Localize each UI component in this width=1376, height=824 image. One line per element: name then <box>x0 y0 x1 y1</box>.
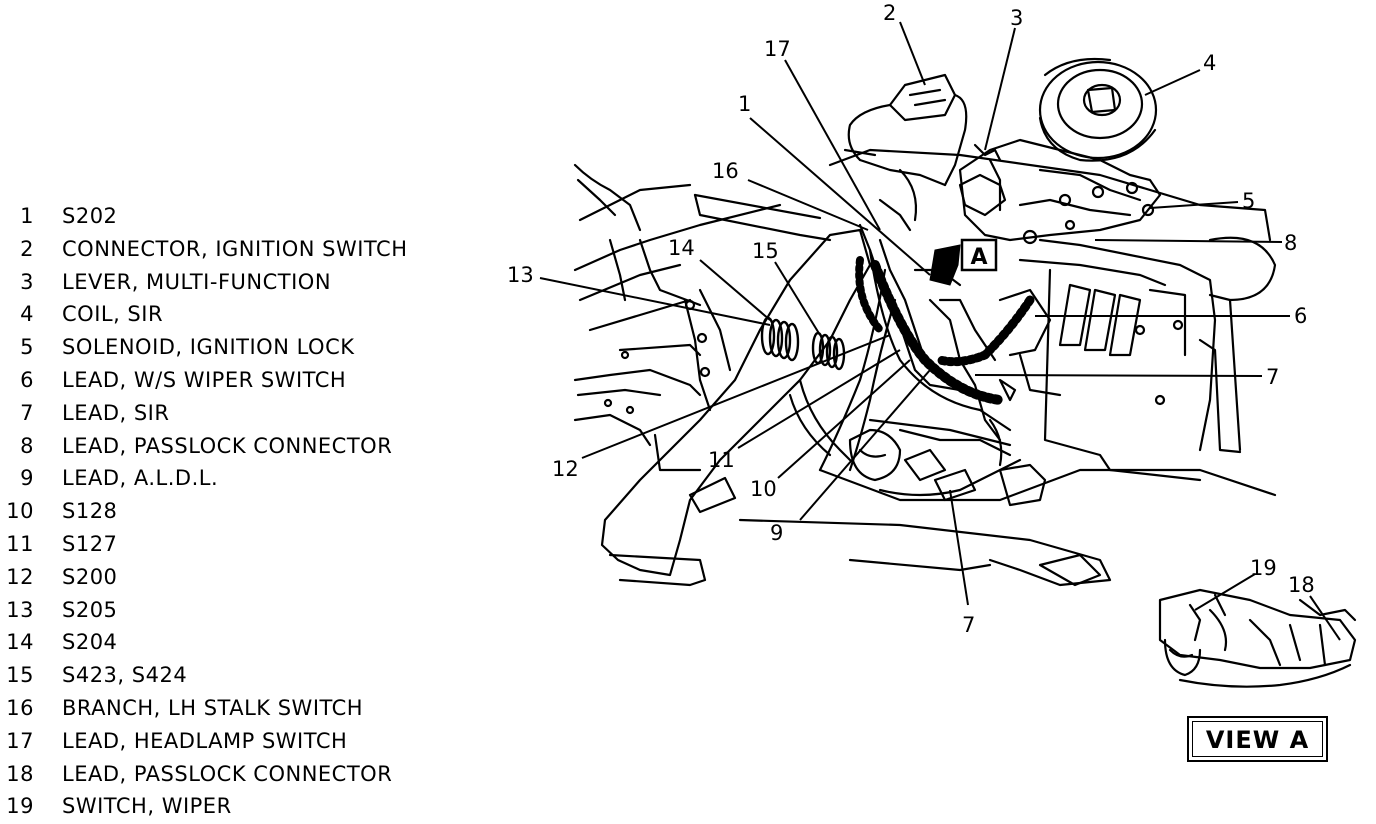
legend-item: 2 CONNECTOR, IGNITION SWITCH <box>0 233 430 265</box>
callout-9: 9 <box>770 521 783 545</box>
legend-item-label: LEAD, HEADLAMP SWITCH <box>62 728 348 753</box>
legend-item-label: COIL, SIR <box>62 302 164 327</box>
legend-item-number: 9 <box>20 466 34 491</box>
callout-6: 6 <box>1294 304 1307 328</box>
callout-19: 19 <box>1250 556 1277 580</box>
legend-item-label: SOLENOID, IGNITION LOCK <box>62 335 355 360</box>
detail-marker-a: A <box>929 238 998 286</box>
legend-item-label: LEAD, W/S WIPER SWITCH <box>62 368 347 392</box>
legend-item-number: 1 <box>20 204 34 228</box>
legend-item-number: 13 <box>6 597 34 622</box>
legend-item-label: S127 <box>62 532 118 556</box>
legend-item-label: BRANCH, LH STALK SWITCH <box>62 696 364 720</box>
legend-item-number: 11 <box>6 532 34 556</box>
callout-16: 16 <box>712 159 739 183</box>
legend-item-label: S202 <box>62 204 118 228</box>
legend-item-number: 12 <box>6 564 34 589</box>
legend-item: 10 S128 <box>0 495 430 527</box>
legend-item: 9 LEAD, A.L.D.L. <box>0 462 430 494</box>
legend-item: 12 S200 <box>0 561 430 593</box>
callout-1: 1 <box>738 92 751 116</box>
legend-item: 16 BRANCH, LH STALK SWITCH <box>0 692 430 724</box>
legend-item: 14 S204 <box>0 626 430 658</box>
legend-item-number: 15 <box>6 663 34 688</box>
legend-item: 6 LEAD, W/S WIPER SWITCH <box>0 364 430 396</box>
legend-item: 19 SWITCH, WIPER <box>0 790 430 822</box>
line-art <box>573 57 1357 688</box>
legend-item-number: 6 <box>20 368 34 392</box>
callout-4: 4 <box>1203 51 1216 75</box>
svg-text:A: A <box>970 245 987 270</box>
legend-item: 3 LEVER, MULTI-FUNCTION <box>0 266 430 298</box>
callout-12: 12 <box>552 457 579 481</box>
legend-item-label: LEAD, PASSLOCK CONNECTOR <box>62 433 393 458</box>
callout-8: 8 <box>1284 231 1297 255</box>
legend-item: 17 LEAD, HEADLAMP SWITCH <box>0 725 430 757</box>
legend-item-number: 17 <box>6 728 34 753</box>
leader-lines <box>539 21 1341 641</box>
legend-item-label: S200 <box>62 564 118 589</box>
legend-item-number: 3 <box>20 269 34 294</box>
legend-item-number: 16 <box>6 696 34 720</box>
legend-item-number: 7 <box>20 400 34 425</box>
legend-item: 5 SOLENOID, IGNITION LOCK <box>0 331 430 363</box>
legend-item: 13 S205 <box>0 594 430 626</box>
legend-item-label: CONNECTOR, IGNITION SWITCH <box>62 236 408 261</box>
legend-item-label: LEVER, MULTI-FUNCTION <box>62 269 332 294</box>
legend-item-label: LEAD, SIR <box>62 400 170 425</box>
callout-5: 5 <box>1242 189 1255 213</box>
callout-3: 3 <box>1010 6 1023 30</box>
legend-item: 15 S423, S424 <box>0 659 430 691</box>
view-a-label-box: VIEW A <box>1187 716 1328 762</box>
legend-item-number: 18 <box>6 761 34 786</box>
legend-item-label: S423, S424 <box>62 663 188 688</box>
legend-item-label: S205 <box>62 597 118 622</box>
callout-11: 11 <box>708 448 735 472</box>
legend-item-label: S128 <box>62 499 118 524</box>
callout-7-lower: 7 <box>962 613 975 637</box>
callout-labels: 2 3 4 5 8 6 7 17 1 16 14 15 13 12 11 10 … <box>507 1 1315 637</box>
legend-item-number: 5 <box>20 335 34 360</box>
callout-2: 2 <box>883 1 896 25</box>
callout-14: 14 <box>668 236 695 260</box>
legend-item: 7 LEAD, SIR <box>0 397 430 429</box>
legend-item-number: 19 <box>6 794 34 819</box>
callout-15: 15 <box>752 239 779 263</box>
legend-item-number: 10 <box>6 499 34 524</box>
legend-item-number: 14 <box>6 630 34 655</box>
legend-item-label: LEAD, PASSLOCK CONNECTOR <box>62 761 393 786</box>
legend-item-label: S204 <box>62 630 118 655</box>
legend-item-number: 4 <box>20 302 34 327</box>
legend-item-number: 2 <box>20 236 34 261</box>
legend-item: 18 LEAD, PASSLOCK CONNECTOR <box>0 758 430 790</box>
legend-item: 4 COIL, SIR <box>0 298 430 330</box>
callout-17: 17 <box>764 37 791 61</box>
callout-10: 10 <box>750 477 777 501</box>
callout-18: 18 <box>1288 573 1315 597</box>
legend-item: 8 LEAD, PASSLOCK CONNECTOR <box>0 430 430 462</box>
view-a-label: VIEW A <box>1192 721 1323 757</box>
legend-item-label: LEAD, A.L.D.L. <box>62 466 219 491</box>
legend-item-label: SWITCH, WIPER <box>62 794 232 819</box>
legend-item: 11 S127 <box>0 528 430 560</box>
legend-item: 1 S202 <box>0 200 430 232</box>
callout-13: 13 <box>507 263 534 287</box>
legend-item-number: 8 <box>20 433 34 458</box>
callout-7-right: 7 <box>1266 365 1279 389</box>
